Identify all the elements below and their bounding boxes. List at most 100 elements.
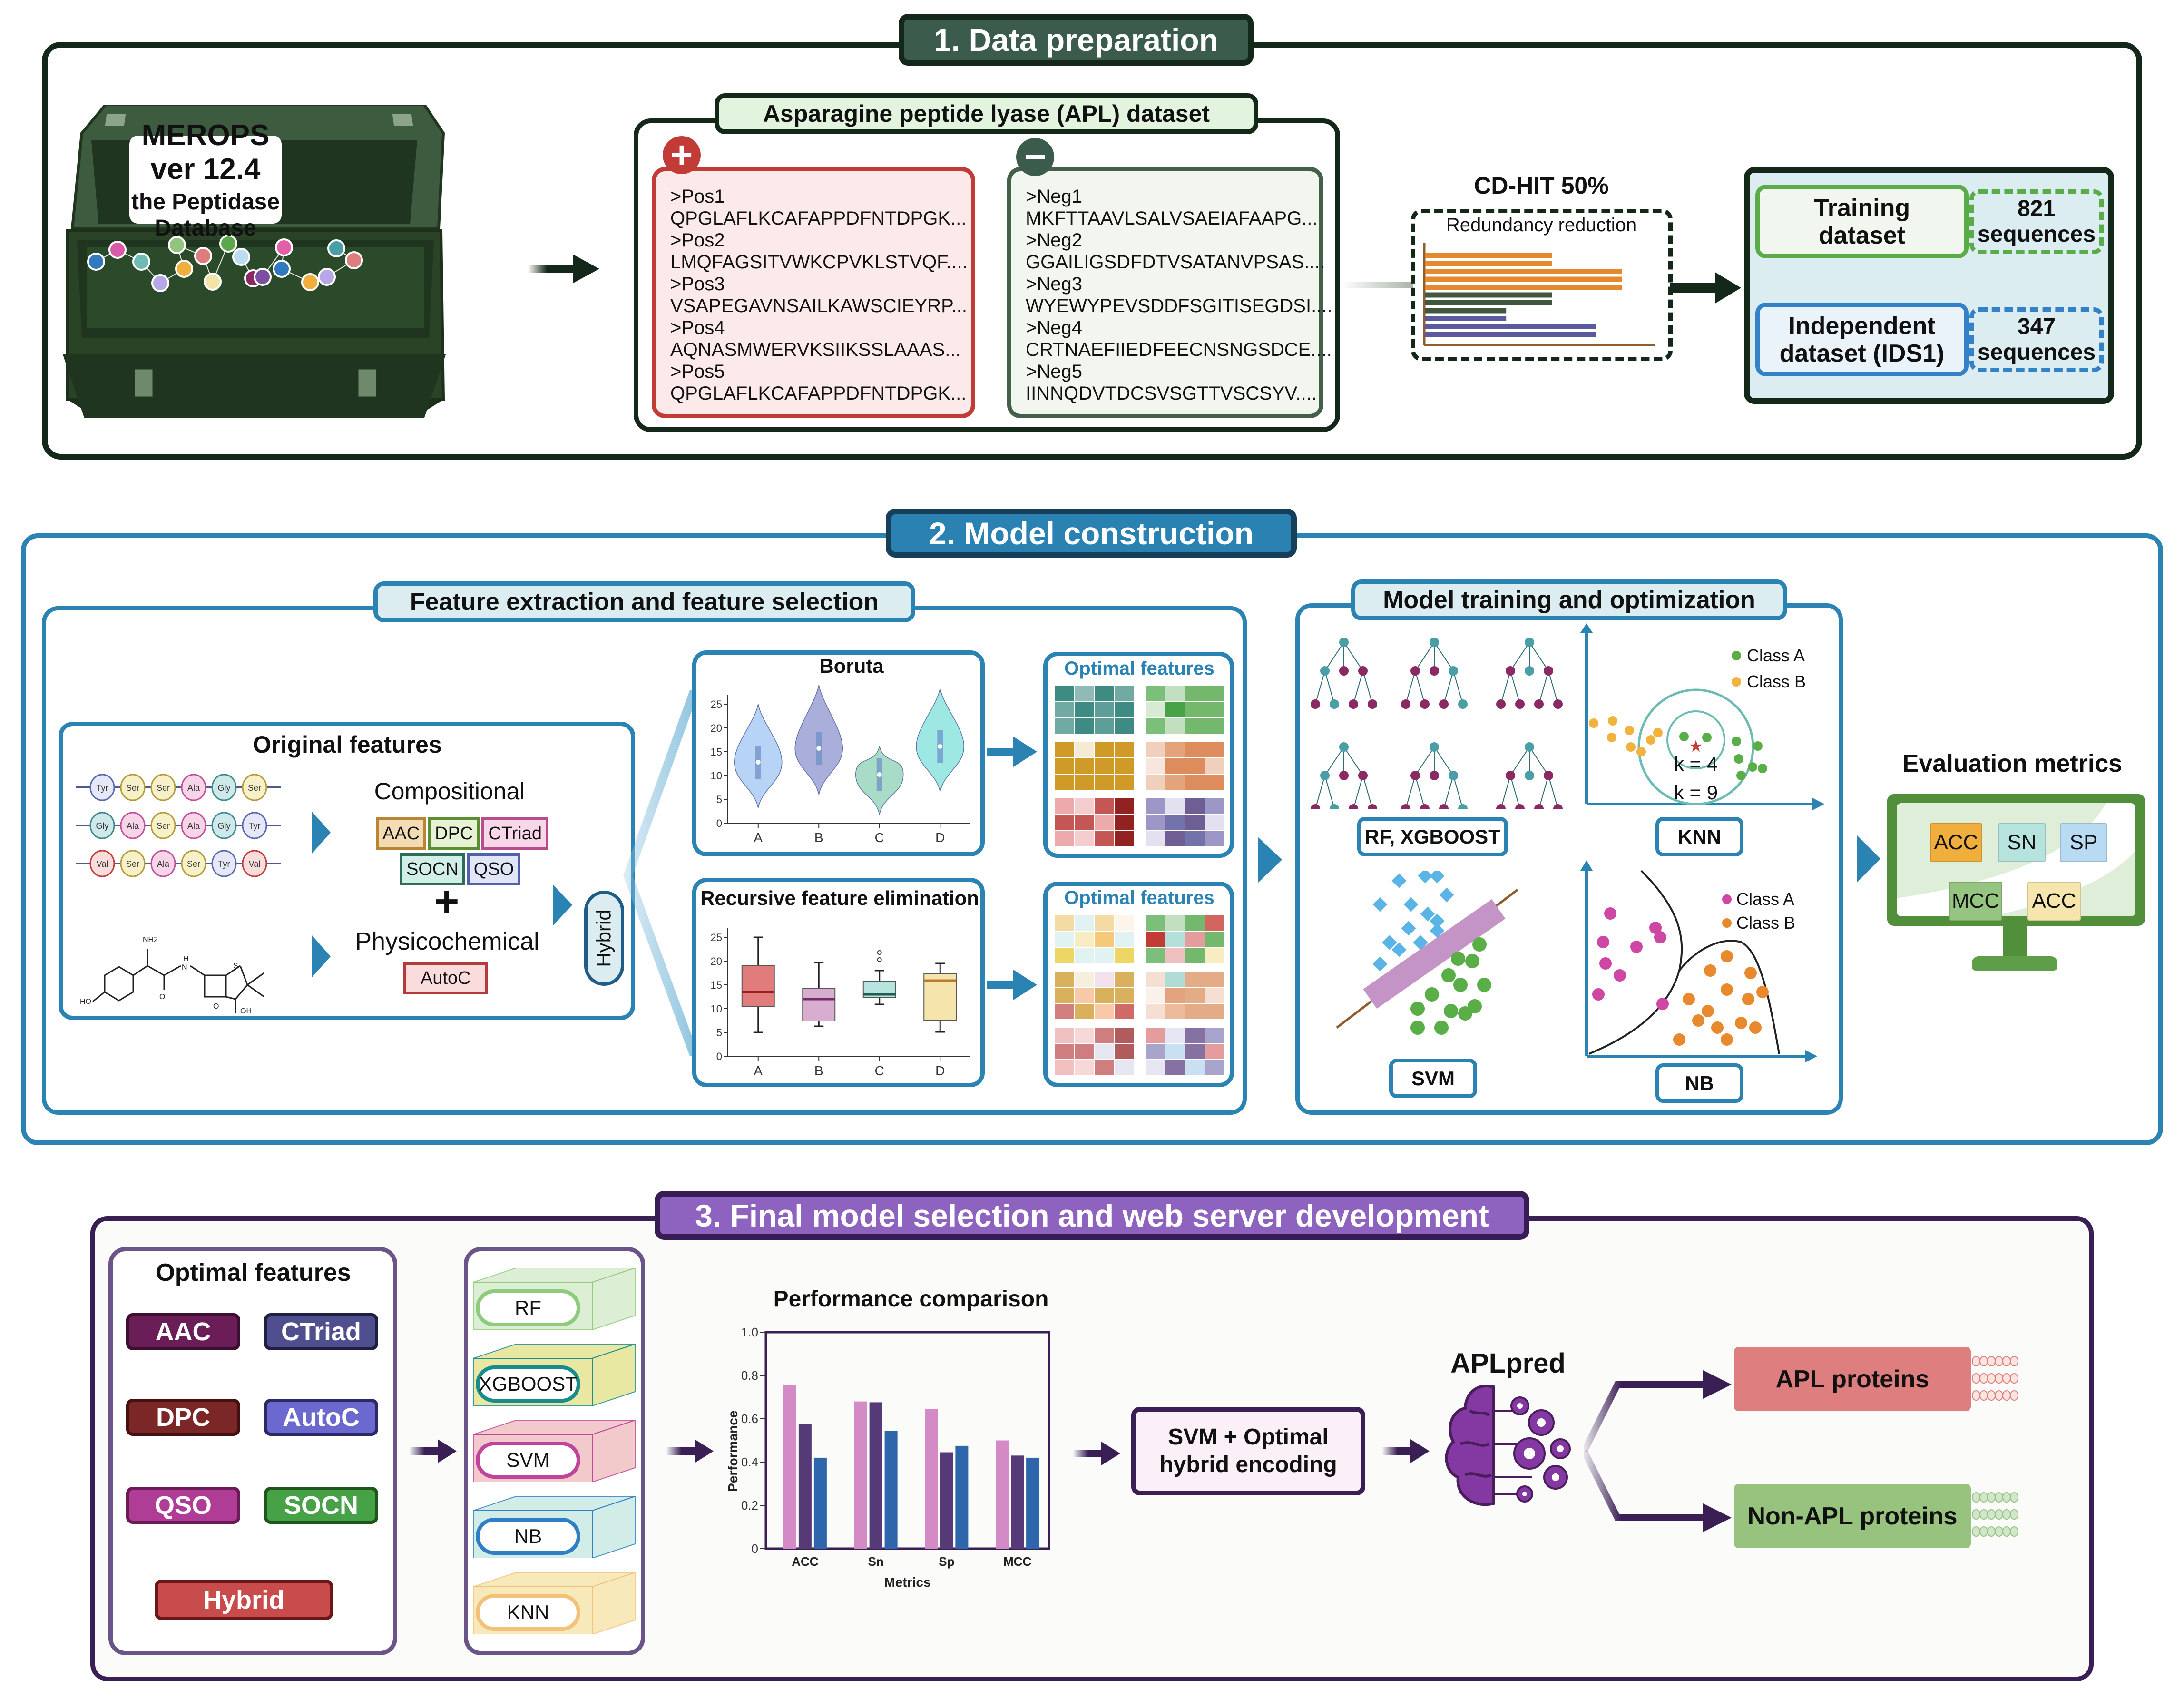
star-icon: ★ xyxy=(1689,737,1703,756)
protein-bead xyxy=(1979,1373,1988,1384)
heatmap-cell xyxy=(1146,742,1165,757)
tree-node xyxy=(1439,699,1449,709)
classifier-nb[interactable]: NB xyxy=(476,1518,580,1555)
protein-bead xyxy=(1972,1356,1980,1366)
merops-name: MEROPS ver 12.4 xyxy=(141,118,270,186)
arrow-right-icon xyxy=(553,885,572,925)
section-3-title: 3. Final model selection and web server … xyxy=(655,1191,1529,1240)
protein-bead xyxy=(2002,1390,2011,1401)
nb-class-a-point xyxy=(1599,957,1612,970)
boruta-title: Boruta xyxy=(819,655,884,677)
metric-acc: ACC xyxy=(1930,823,1982,862)
cdhit-bar xyxy=(1425,253,1552,258)
tree-edge xyxy=(1324,775,1335,809)
svm-class-b-point xyxy=(1451,952,1465,966)
arrow-right-icon xyxy=(1670,272,1741,304)
positive-id: >Pos1 xyxy=(670,186,725,207)
heatmap-cell xyxy=(1115,815,1134,830)
y-tick-label: 0.4 xyxy=(741,1455,758,1469)
tree-node xyxy=(1401,699,1410,709)
residue-label: Ser xyxy=(248,783,261,793)
peptide-bead xyxy=(194,247,212,265)
heatmap-cell xyxy=(1146,758,1165,774)
residue-bead xyxy=(120,812,146,839)
classifier-xgboost[interactable]: XGBOOST xyxy=(476,1365,580,1403)
svm-class-a-point xyxy=(1413,935,1428,950)
heatmap-cell xyxy=(1185,742,1205,757)
residue-label: Val xyxy=(249,859,261,869)
nb-class-b-point xyxy=(1756,986,1769,998)
heatmap-cell xyxy=(1075,686,1094,701)
tree-edge xyxy=(1453,670,1463,705)
boruta-x-tick-label: C xyxy=(875,830,884,845)
arrow-right-icon xyxy=(666,1439,714,1463)
svm-class-a-point xyxy=(1439,887,1454,903)
cdhit-bar xyxy=(1425,276,1622,282)
minus-icon: − xyxy=(1016,138,1054,176)
heatmap-cell xyxy=(1075,1004,1094,1019)
residue-label: Tyr xyxy=(218,859,230,869)
heatmap-cell xyxy=(1115,1004,1134,1019)
heatmap-cell xyxy=(1115,972,1134,987)
heatmap-cell xyxy=(1095,1028,1114,1043)
boruta-y-tick-label: 10 xyxy=(711,770,722,782)
tree-node xyxy=(1458,804,1468,809)
svm-class-b-point xyxy=(1434,1021,1449,1035)
protein-bead xyxy=(1995,1373,2003,1384)
feature-extraction-title: Feature extraction and feature selection xyxy=(373,581,915,622)
arrow-right-icon xyxy=(1382,1439,1430,1463)
svm-class-b-point xyxy=(1410,1002,1425,1016)
molecule-atom-label: H xyxy=(183,955,189,963)
merops-database-label: MEROPS ver 12.4 the Peptidase Database xyxy=(129,119,282,241)
heatmap-cell xyxy=(1095,1004,1114,1019)
heatmap-cell xyxy=(1165,798,1185,814)
boxplot-box-A xyxy=(741,965,775,1007)
heatmap-cell xyxy=(1075,742,1094,757)
tree-node xyxy=(1525,742,1534,752)
independent-count-box: 347 sequences xyxy=(1969,307,2104,372)
physicochemical-label: Physicochemical xyxy=(355,928,539,955)
nb-y-arrow xyxy=(1580,860,1593,871)
classifier-rf[interactable]: RF xyxy=(476,1289,580,1326)
classifier-knn[interactable]: KNN xyxy=(476,1594,580,1631)
protein-bead xyxy=(1987,1356,1996,1366)
classifier-svm[interactable]: SVM xyxy=(476,1442,580,1479)
tree-node xyxy=(1320,771,1330,780)
protein-bead xyxy=(2002,1509,2011,1520)
boruta-x-tick-label: D xyxy=(935,830,945,845)
positive-id: >Pos5 xyxy=(670,361,725,382)
protein-bead xyxy=(1979,1356,1988,1366)
heatmap-cell xyxy=(1165,988,1185,1003)
heatmap-cell xyxy=(1185,775,1205,790)
protein-bead xyxy=(1979,1509,1988,1520)
nb-legend-label: Class B xyxy=(1736,913,1795,933)
heatmap-cell xyxy=(1055,1028,1074,1043)
tree-edge xyxy=(1315,670,1325,705)
heatmap-cell xyxy=(1205,1004,1224,1019)
aplpred-title[interactable]: APLpred xyxy=(1450,1347,1566,1379)
tree-node xyxy=(1449,771,1458,780)
heatmap-cell xyxy=(1146,932,1165,947)
rfe-y-tick-label: 0 xyxy=(716,1051,722,1062)
independent-unit: sequences xyxy=(1977,340,2096,365)
heatmap-cell xyxy=(1115,932,1134,947)
tree-edge xyxy=(1362,670,1373,705)
protein-bead xyxy=(1987,1373,1996,1384)
protein-bead xyxy=(1972,1373,1980,1384)
knn-class-a-point xyxy=(1758,764,1767,773)
tree-edge xyxy=(1362,775,1373,809)
heatmap-cell xyxy=(1075,988,1094,1003)
evaluation-metrics-title: Evaluation metrics xyxy=(1902,750,2123,777)
tree-node xyxy=(1525,771,1534,780)
tree-edge xyxy=(1415,670,1425,705)
nb-class-a-point xyxy=(1656,998,1669,1010)
nb-class-b-point xyxy=(1692,1014,1704,1027)
residue-label: Ser xyxy=(126,783,139,793)
apl-dataset-title: Asparagine peptide lyase (APL) dataset xyxy=(715,93,1258,134)
tree-edge xyxy=(1324,670,1335,705)
connector-line xyxy=(1342,282,1413,288)
tree-node xyxy=(1458,699,1468,709)
